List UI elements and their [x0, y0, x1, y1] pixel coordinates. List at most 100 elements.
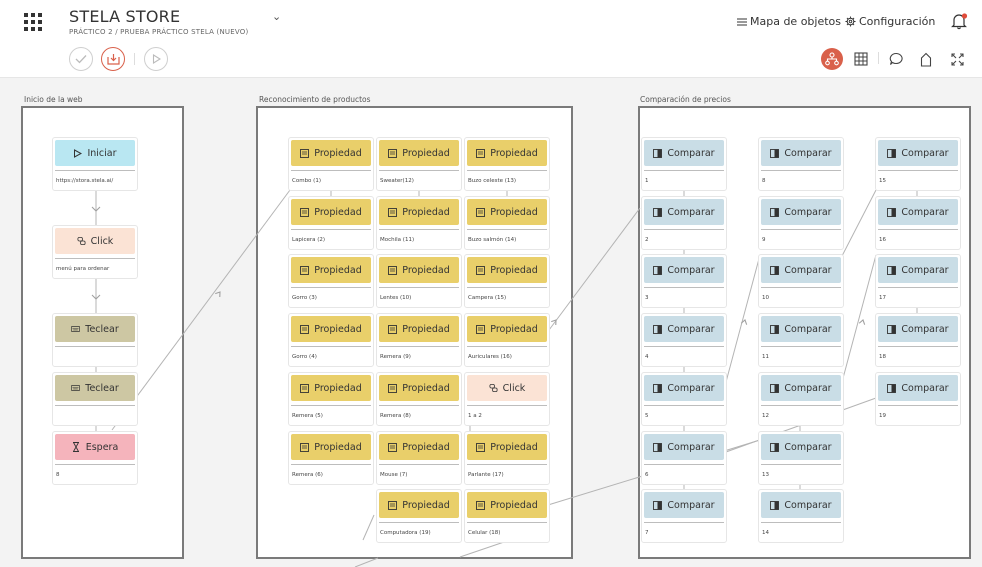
node-button[interactable]: Comparar — [761, 257, 841, 283]
node-button[interactable]: Propiedad — [379, 492, 459, 518]
node-button[interactable]: Propiedad — [467, 316, 547, 342]
node-button[interactable]: Teclear — [55, 316, 135, 342]
node-button[interactable]: Comparar — [761, 316, 841, 342]
start-node-type[interactable]: Teclear — [52, 313, 138, 367]
validate-button[interactable] — [69, 47, 93, 71]
node-button[interactable]: Propiedad — [291, 316, 371, 342]
node-button[interactable]: Comparar — [878, 257, 958, 283]
comments-button[interactable] — [887, 50, 905, 68]
node-button[interactable]: Comparar — [644, 257, 724, 283]
node-button[interactable]: Espera — [55, 434, 135, 460]
node-button[interactable]: Propiedad — [379, 257, 459, 283]
node-button[interactable]: Propiedad — [379, 316, 459, 342]
node-button[interactable]: Comparar — [644, 140, 724, 166]
node-button[interactable]: Iniciar — [55, 140, 135, 166]
node-button[interactable]: Click — [55, 228, 135, 254]
node-button[interactable]: Propiedad — [291, 140, 371, 166]
run-button[interactable] — [144, 47, 168, 71]
start-node-type[interactable]: Teclear — [52, 372, 138, 426]
node-button[interactable]: Comparar — [761, 199, 841, 225]
flow-view-button[interactable] — [821, 48, 843, 70]
fullscreen-button[interactable] — [948, 50, 966, 68]
node-button[interactable]: Comparar — [644, 316, 724, 342]
bell-icon[interactable] — [950, 12, 968, 30]
node-button[interactable]: Click — [467, 375, 547, 401]
node-button[interactable]: Comparar — [878, 140, 958, 166]
node-button[interactable]: Propiedad — [291, 199, 371, 225]
export-button[interactable] — [917, 50, 935, 68]
node-button[interactable]: Propiedad — [291, 257, 371, 283]
node-button[interactable]: Propiedad — [291, 375, 371, 401]
node-button[interactable]: Propiedad — [379, 140, 459, 166]
node-button[interactable]: Propiedad — [467, 199, 547, 225]
node-button[interactable]: Propiedad — [467, 140, 547, 166]
node-button[interactable]: Comparar — [761, 492, 841, 518]
node-button[interactable]: Comparar — [761, 434, 841, 460]
node-button[interactable]: Propiedad — [467, 257, 547, 283]
apps-grid-icon[interactable] — [24, 13, 42, 31]
objects-map-link[interactable]: Mapa de objetos — [737, 15, 841, 28]
node-button[interactable]: Comparar — [878, 316, 958, 342]
node-button[interactable]: Comparar — [644, 492, 724, 518]
node-button[interactable]: Comparar — [878, 375, 958, 401]
node-button[interactable]: Propiedad — [467, 434, 547, 460]
node-button[interactable]: Comparar — [761, 375, 841, 401]
save-button[interactable] — [101, 47, 125, 71]
node-button[interactable]: Comparar — [644, 199, 724, 225]
table-view-button[interactable] — [852, 50, 870, 68]
chevron-down-icon[interactable]: ⌄ — [272, 10, 282, 23]
node-button[interactable]: Propiedad — [291, 434, 371, 460]
node-button[interactable]: Propiedad — [379, 375, 459, 401]
node-button[interactable]: Propiedad — [379, 434, 459, 460]
node-button[interactable]: Comparar — [761, 140, 841, 166]
node-button[interactable]: Propiedad — [379, 199, 459, 225]
node-button[interactable]: Teclear — [55, 375, 135, 401]
node-button[interactable]: Propiedad — [467, 492, 547, 518]
node-button[interactable]: Comparar — [644, 375, 724, 401]
node-button[interactable]: Comparar — [644, 434, 724, 460]
settings-link[interactable]: Configuración — [845, 15, 935, 28]
node-button[interactable]: Comparar — [878, 199, 958, 225]
